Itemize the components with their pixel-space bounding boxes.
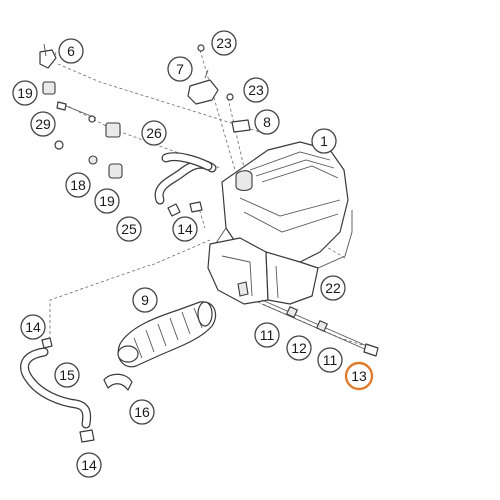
callout-13-label: 13 xyxy=(351,368,367,384)
callout-19-mid-circle xyxy=(94,188,120,214)
callout-11-left-label: 11 xyxy=(260,327,275,343)
part-8-bracket xyxy=(231,119,251,133)
callout-15-circle xyxy=(54,362,80,388)
part-29-screw xyxy=(56,101,97,119)
callout-19-top[interactable]: 19 xyxy=(12,80,38,106)
callout-14-mid[interactable]: 14 xyxy=(172,216,198,242)
callout-22-circle xyxy=(320,275,346,301)
part-26-breather-hose xyxy=(154,152,217,205)
callout-18-label: 18 xyxy=(70,177,86,193)
callout-25-circle xyxy=(116,216,142,242)
callout-11-right-label: 11 xyxy=(323,352,338,368)
callout-14-bottom[interactable]: 14 xyxy=(76,452,102,478)
part-23-bolt-mid xyxy=(226,93,234,101)
callout-19-mid-label: 19 xyxy=(99,193,115,209)
callout-7[interactable]: 7 xyxy=(167,56,193,82)
callout-16-circle xyxy=(129,399,155,425)
callout-7-label: 7 xyxy=(176,61,184,77)
callout-23-top[interactable]: 23 xyxy=(211,30,237,56)
callout-14-left[interactable]: 14 xyxy=(20,314,46,340)
callout-11-left-circle xyxy=(254,322,280,348)
callout-29-circle xyxy=(30,111,56,137)
callout-9-circle xyxy=(132,287,158,313)
callout-14-bottom-label: 14 xyxy=(81,457,97,473)
callout-18-circle xyxy=(65,172,91,198)
callout-14-left-label: 14 xyxy=(25,319,41,335)
callout-23-mid-circle xyxy=(243,77,269,103)
part-23-bolt-top xyxy=(197,44,205,52)
callout-25-label: 25 xyxy=(121,221,137,237)
callout-1-label: 1 xyxy=(320,133,328,149)
callout-9-label: 9 xyxy=(141,292,149,308)
callout-19-top-circle xyxy=(12,80,38,106)
callout-26[interactable]: 26 xyxy=(141,120,167,146)
part-19-grommet-mid xyxy=(108,163,123,179)
part-19-grommet-top xyxy=(42,81,56,95)
callout-6[interactable]: 6 xyxy=(58,38,84,64)
hardware-washers xyxy=(54,115,121,150)
callout-12-label: 12 xyxy=(291,340,307,356)
callout-11-right[interactable]: 11 xyxy=(317,347,343,373)
callout-1[interactable]: 1 xyxy=(311,128,337,154)
callout-15-label: 15 xyxy=(59,367,75,383)
callout-13-circle xyxy=(344,361,374,391)
part-15-drain-hose xyxy=(20,347,92,429)
callout-9[interactable]: 9 xyxy=(132,287,158,313)
callout-22[interactable]: 22 xyxy=(320,275,346,301)
callout-6-circle xyxy=(58,38,84,64)
part-6-clip xyxy=(39,43,57,69)
part-18-nut xyxy=(88,155,98,165)
callout-8[interactable]: 8 xyxy=(254,109,280,135)
callout-29[interactable]: 29 xyxy=(30,111,56,137)
part-1-airbox xyxy=(213,141,353,301)
callout-23-top-circle xyxy=(211,30,237,56)
callout-16-label: 16 xyxy=(134,404,150,420)
part-12-rod xyxy=(261,299,379,357)
part-16-clamp xyxy=(103,373,133,391)
part-lower-housing xyxy=(207,237,319,305)
part-7-sensor xyxy=(187,69,219,105)
callout-1-circle xyxy=(311,128,337,154)
part-14-clamp-lower xyxy=(41,337,95,443)
callout-11-left[interactable]: 11 xyxy=(254,322,280,348)
callout-23-top-label: 23 xyxy=(216,35,232,51)
callout-14-left-circle xyxy=(20,314,46,340)
callout-6-label: 6 xyxy=(67,43,75,59)
callout-26-label: 26 xyxy=(146,125,162,141)
callout-12[interactable]: 12 xyxy=(286,335,312,361)
callout-25[interactable]: 25 xyxy=(116,216,142,242)
callout-18[interactable]: 18 xyxy=(65,172,91,198)
callout-14-mid-circle xyxy=(172,216,198,242)
callout-8-circle xyxy=(254,109,280,135)
callout-19-mid[interactable]: 19 xyxy=(94,188,120,214)
callout-14-bottom-circle xyxy=(76,452,102,478)
callout-15[interactable]: 15 xyxy=(54,362,80,388)
callout-13-highlighted[interactable]: 13 xyxy=(344,361,374,391)
callout-29-label: 29 xyxy=(35,116,51,132)
callout-14-mid-label: 14 xyxy=(177,221,193,237)
callout-19-top-label: 19 xyxy=(17,85,33,101)
callout-23-mid-label: 23 xyxy=(248,82,264,98)
part-14-clamp-mid xyxy=(167,201,203,217)
callout-8-label: 8 xyxy=(263,114,271,130)
callout-12-circle xyxy=(286,335,312,361)
callout-11-right-circle xyxy=(317,347,343,373)
callout-23-mid[interactable]: 23 xyxy=(243,77,269,103)
part-9-intake-boot xyxy=(117,301,217,368)
callout-16[interactable]: 16 xyxy=(129,399,155,425)
callout-7-circle xyxy=(167,56,193,82)
callout-22-label: 22 xyxy=(325,280,341,296)
callout-26-circle xyxy=(141,120,167,146)
